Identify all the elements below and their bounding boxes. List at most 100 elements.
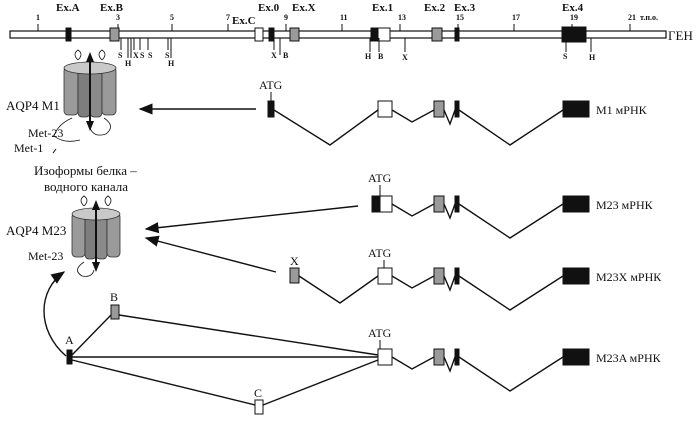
scale-ticks: 1 3 5 7 9 11 13 15 17 19 21 т.п.о. [36,13,658,22]
exon-c-label: C [254,386,262,400]
exon-0-box [267,100,275,118]
mrna-label: M1 мРНК [596,103,648,117]
tick-label: 17 [512,13,520,22]
exon-label: Ex.C [232,15,256,27]
restriction-site-marks [120,38,592,58]
met23-label: Met-23 [28,249,63,263]
site-label: H [168,59,175,68]
mrna-m1: ATG M1 мРНК [138,78,648,146]
exon-4-box [561,26,587,43]
mrna-m23a: A B C ATG M23A мРНК [43,271,662,415]
mrna-m23: ATG M23 мРНК [144,171,654,239]
gene-exons [65,26,587,43]
met1-label: Met-1 [14,141,43,155]
scale-unit: т.п.о. [640,13,658,22]
restriction-site-labels: S H X S S S H X B H B X S H [118,51,596,68]
exon-0-box [268,27,275,42]
exon-3-box [454,27,460,42]
exon-1-box [377,348,393,366]
site-label: S [148,51,153,60]
exon-label: Ex.4 [562,2,584,14]
atg-label: ATG [368,246,392,260]
caption-line-2: водного канала [44,179,128,194]
atg-label: ATG [368,171,392,185]
exon-4-box [562,195,590,213]
exon-2-box [433,348,445,366]
site-label: S [563,52,568,61]
exon-label: Ex.X [292,2,316,14]
site-label: H [125,59,132,68]
exon-a-label: A [65,333,74,347]
tick-label: 9 [284,13,288,22]
tick-label: 19 [570,13,578,22]
site-label: S [165,51,170,60]
exon-label: Ex.B [100,2,124,14]
site-label: S [140,51,145,60]
tick-label: 5 [170,13,174,22]
exon-1-box [377,100,393,118]
exon-1-coding-box [370,27,379,42]
channel-m1-icon [53,49,117,142]
translation-arrow [144,205,359,234]
exon-2-box [431,27,443,42]
site-label: B [283,51,289,60]
exon-2-box [433,195,445,213]
exon-1-box [377,27,391,42]
exon-4-box [562,100,590,118]
exon-1-box [377,267,393,285]
caption-line-1: Изоформы белка – [34,163,137,178]
site-label: H [365,52,372,61]
x-exon-label: X [290,254,299,268]
aqp4-m23-label: AQP4 M23 [6,223,66,238]
exon-3-box [454,348,460,366]
exon-x-box [289,27,300,42]
exon-1-box [379,195,393,213]
tick-label: 13 [398,13,406,22]
exon-label: Ex.2 [424,2,446,14]
exon-2-box [433,100,445,118]
exon-labels: Ex.A Ex.B Ex.C Ex.0 Ex.X Ex.1 Ex.2 Ex.3 … [56,2,584,27]
mrna-label: M23X мРНК [596,270,662,284]
tick-label: 1 [36,13,40,22]
exon-x-box [289,267,300,284]
gene-map: 1 3 5 7 9 11 13 15 17 19 21 т.п.о. Ex.A … [9,2,693,68]
tick-label: 21 [628,13,636,22]
translation-arrow [43,271,67,357]
exon-label: Ex.3 [454,2,476,14]
site-label: S [118,51,123,60]
exon-3-box [454,195,460,213]
tick-label: 15 [456,13,464,22]
mrna-m23x: X ATG M23X мРНК [144,235,662,311]
exon-2-box [433,267,445,285]
exon-1-coding-box [371,195,381,213]
met23-label: Met-23 [28,126,63,140]
exon-b-box [109,27,120,42]
tick-label: 3 [116,13,120,22]
site-label: X [133,51,139,60]
site-label: B [378,52,384,61]
exon-c-box [254,399,264,415]
exon-4-box [562,348,590,366]
mrna-label: M23 мРНК [596,198,654,212]
exon-3-box [454,267,460,285]
tick-label: 11 [340,13,348,22]
protein-isoforms: AQP4 M1 Met-23 Met-1 Изоформы белка – во… [6,49,137,277]
gene-bar [9,30,667,39]
scale-tick-marks [37,24,631,31]
aqp4-m1-label: AQP4 M1 [6,98,60,113]
atg-label: ATG [368,326,392,340]
site-label: X [271,51,277,60]
exon-4-box [562,267,590,285]
exon-label: Ex.1 [372,2,393,14]
site-label: X [402,53,408,62]
exon-c-box [254,27,264,42]
translation-arrow [144,235,277,273]
exon-label: Ex.A [56,2,80,14]
exon-a-box [66,349,73,365]
atg-label: ATG [259,78,283,92]
channel-m23-icon [71,195,121,277]
exon-b-box [110,304,120,320]
tick-label: 7 [226,13,230,22]
